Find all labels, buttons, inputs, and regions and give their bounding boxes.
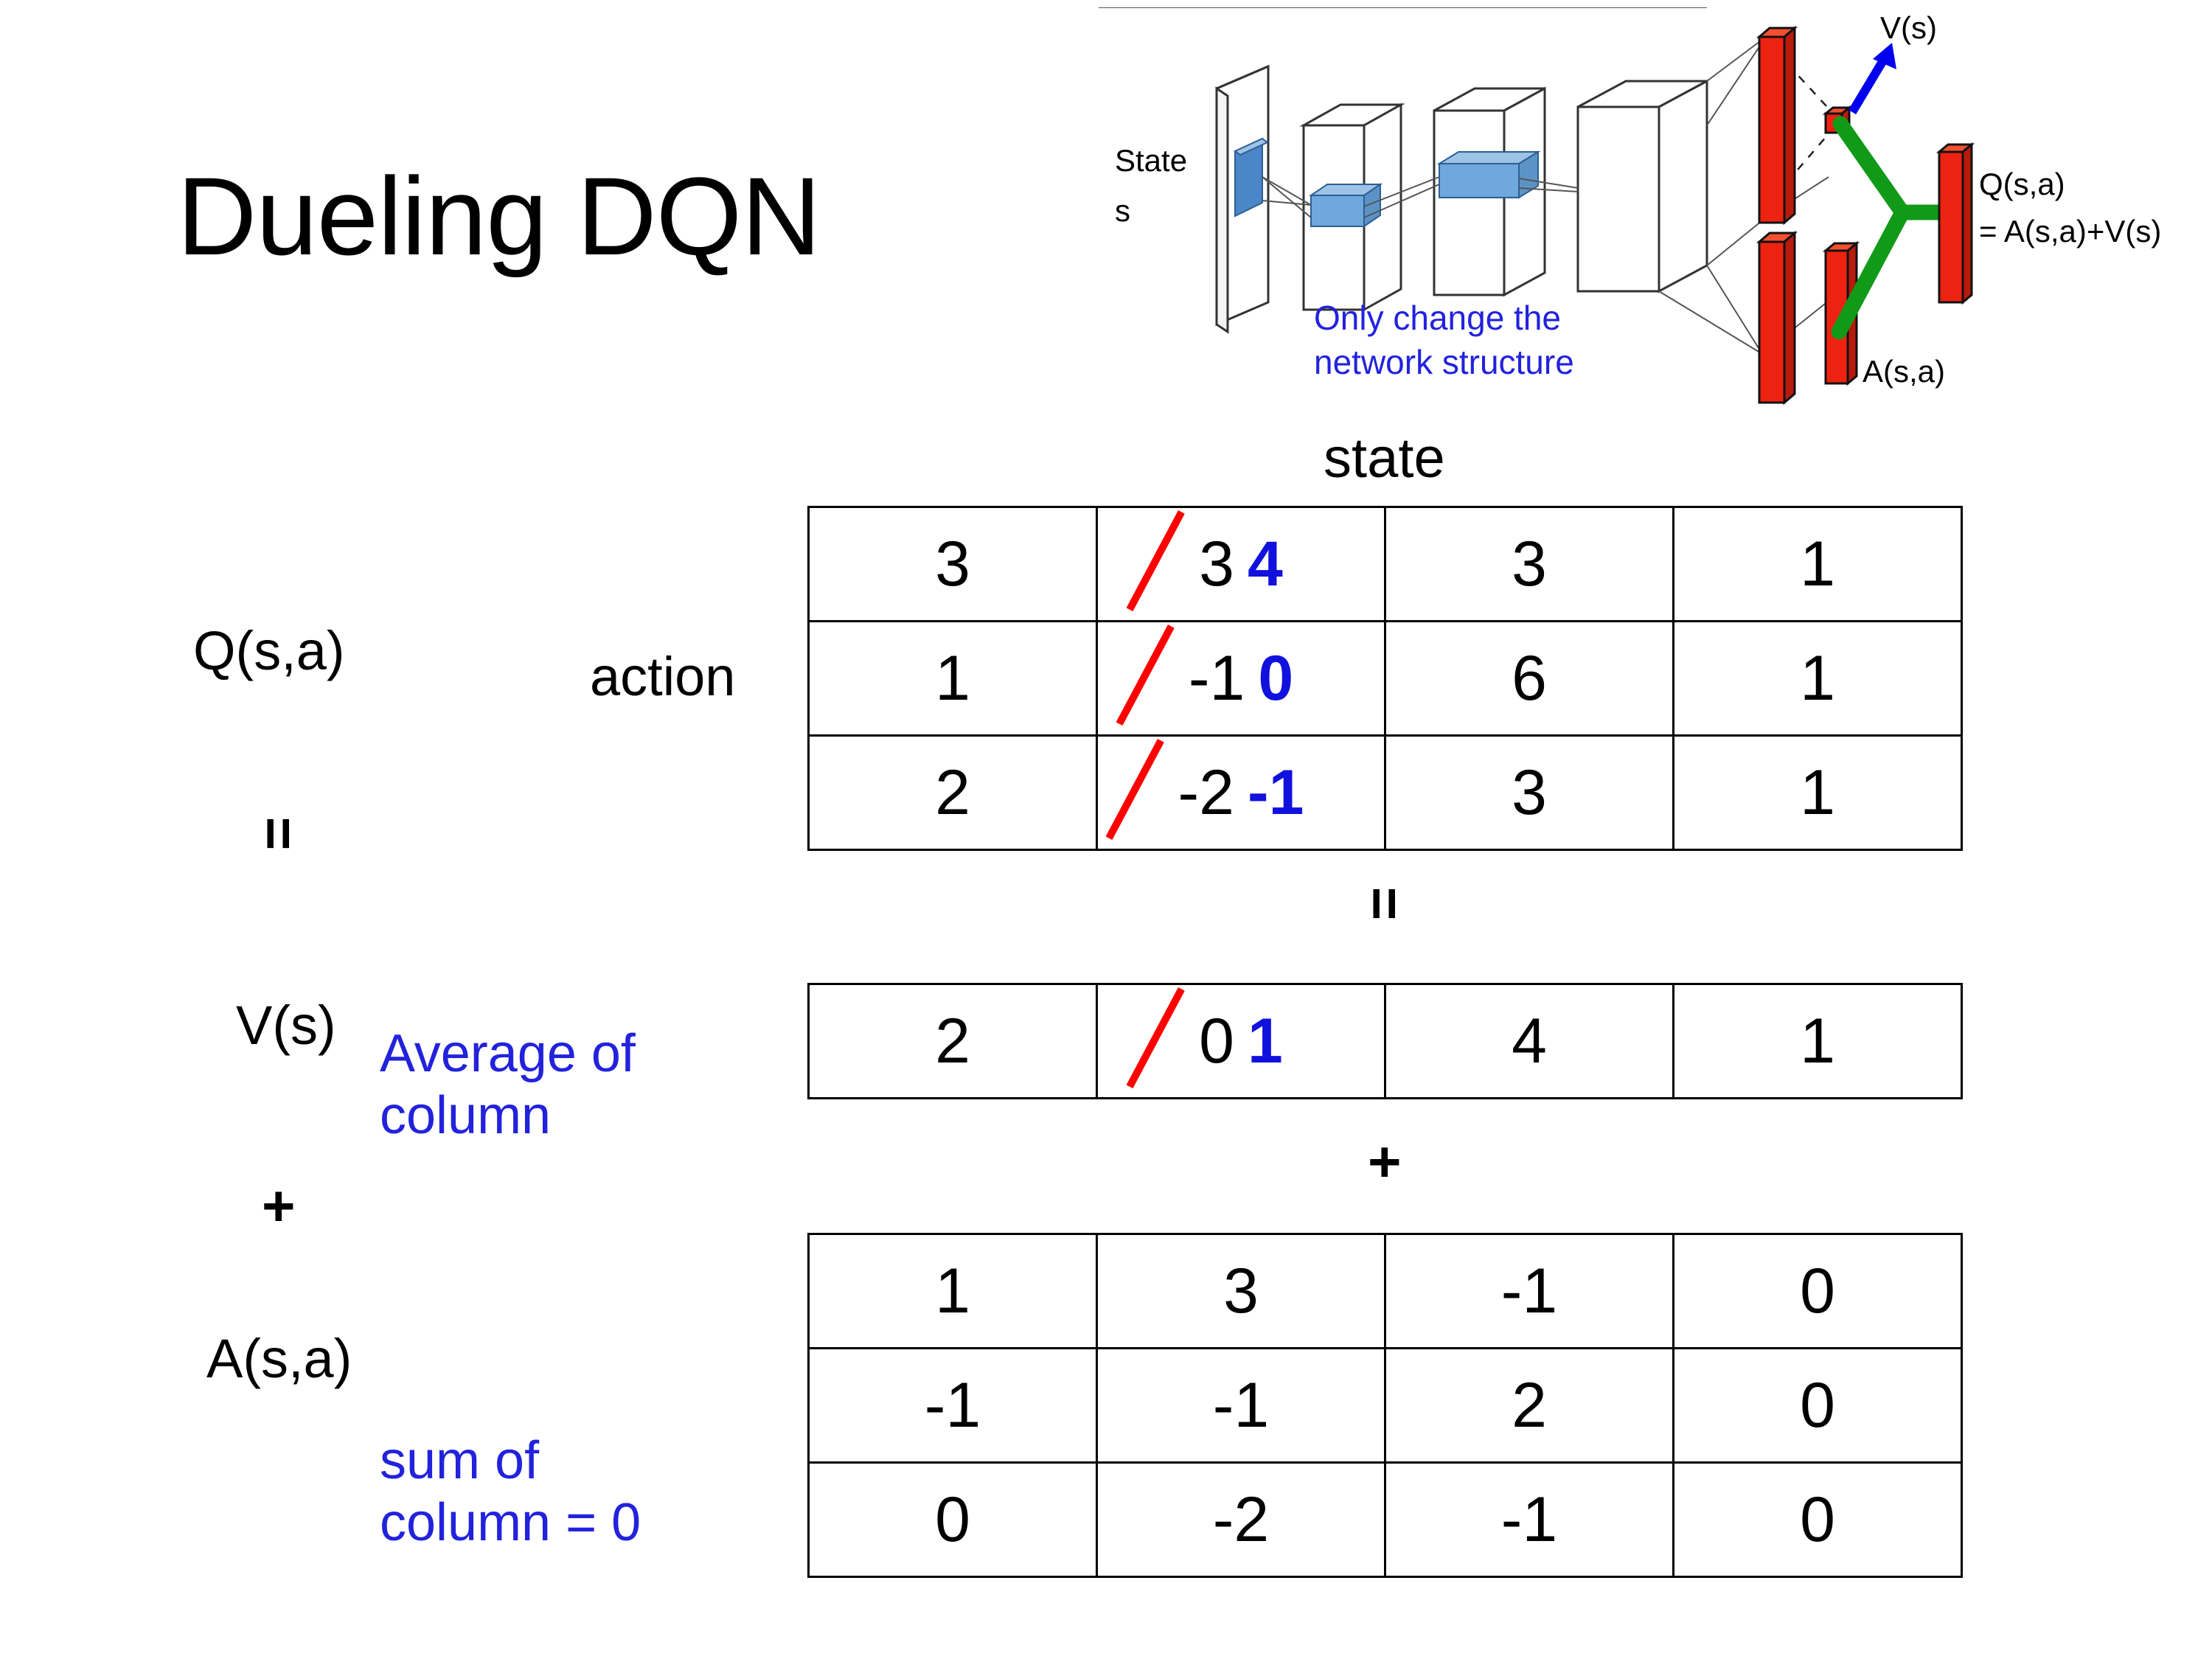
q-function-label: Q(s,a) [193,620,345,681]
note-line2: network structure [1314,343,1574,381]
q-cell-r2c0: 2 [807,734,1098,851]
sum-note-line2: column = 0 [380,1492,641,1552]
v-output-arrow-icon [1848,43,1896,115]
table-row: 0 -2 -1 0 [807,1461,1963,1578]
state-label-line2: s [1115,193,1130,228]
a-cell-r0c0: 1 [807,1233,1098,1349]
a-cell-r1c2: 2 [1384,1347,1674,1464]
a-cell-r2c3: 0 [1672,1461,1963,1578]
advantage-stream-bar-icon [1756,230,1798,406]
q-cell-r0c3: 1 [1672,506,1963,622]
q-value-table: 3 3 4 3 1 1 -1 0 6 1 2 -2 -1 3 1 [807,506,1963,851]
v-cell-r0c3: 1 [1672,983,1963,1099]
q-output-label-line1: Q(s,a) [1979,167,2065,201]
page-title: Dueling DQN [177,154,821,278]
q-cell-r2c3: 1 [1672,734,1963,851]
value-stream-bar-icon [1756,25,1798,226]
v-output-label: V(s) [1880,10,1937,45]
plus-sign-middle: + [1368,1129,1402,1194]
old-value: -1 [1188,642,1245,714]
merge-connector-icon [1831,116,1956,340]
q-cell-r1c0: 1 [807,620,1098,737]
average-note-line2: column [380,1085,552,1145]
conv-kernel-2-icon [1436,150,1541,199]
edited-cell: -1 0 [1098,622,1384,734]
note-line1: Only change the [1314,299,1561,337]
table-row: 3 3 4 3 1 [807,506,1963,622]
edited-cell: 3 4 [1098,508,1384,620]
table-row: 2 0 1 4 1 [807,983,1963,1099]
q-cell-r0c2: 3 [1384,506,1674,622]
new-value: 0 [1258,642,1294,714]
average-note-line1: Average of [380,1024,636,1083]
a-function-label: A(s,a) [206,1328,352,1389]
v-cell-r0c2: 4 [1384,983,1674,1099]
a-cell-r0c3: 0 [1672,1233,1963,1349]
table-row: 1 -1 0 6 1 [807,620,1963,737]
receptive-field-icon [1234,137,1269,218]
sum-note-line1: sum of [380,1431,540,1490]
old-value: -2 [1178,757,1234,828]
state-axis-label: state [1324,427,1445,490]
conv-kernel-1-icon [1308,183,1383,228]
table-row: -1 -1 2 0 [807,1347,1963,1464]
edited-cell: 0 1 [1098,985,1384,1097]
table-row: 2 -2 -1 3 1 [807,734,1963,851]
advantage-value-table: 1 3 -1 0 -1 -1 2 0 0 -2 -1 0 [807,1233,1963,1578]
sum-of-column-note: sum of column = 0 [380,1430,641,1554]
q-cell-r0c0: 3 [807,506,1098,622]
a-cell-r0c2: -1 [1384,1233,1674,1349]
a-cell-r1c1: -1 [1096,1347,1386,1464]
a-cell-r2c0: 0 [807,1461,1098,1578]
edited-cell: -2 -1 [1098,737,1384,849]
new-value: 1 [1248,1005,1283,1077]
new-value: 4 [1248,528,1283,599]
q-cell-r1c3: 1 [1672,620,1963,737]
q-output-label-line2: = A(s,a)+V(s) [1979,214,2161,248]
connection-lines [1099,7,1837,355]
q-cell-r1c1: -1 0 [1096,620,1386,737]
q-cell-r2c2: 3 [1384,734,1674,851]
action-axis-label: action [590,646,736,707]
a-output-label: A(s,a) [1863,354,1945,389]
new-value: -1 [1248,757,1304,828]
a-cell-r1c3: 0 [1672,1347,1963,1464]
dueling-network-diagram: State s Only change the network structur… [1099,7,2205,406]
equals-sign-middle: = [1352,886,1418,921]
equals-sign-left: = [246,816,312,851]
v-cell-r0c0: 2 [807,983,1098,1099]
q-cell-r1c2: 6 [1384,620,1674,737]
v-function-label: V(s) [236,995,336,1056]
q-cell-r0c1: 3 4 [1096,506,1386,622]
average-of-column-note: Average of column [380,1023,636,1147]
state-label-line1: State [1115,143,1187,178]
v-value-table: 2 0 1 4 1 [807,983,1963,1099]
a-cell-r0c1: 3 [1096,1233,1386,1349]
table-row: 1 3 -1 0 [807,1233,1963,1349]
old-value: 0 [1199,1005,1234,1077]
conv-layer-2-icon [1433,86,1546,297]
a-cell-r2c2: -1 [1384,1461,1674,1578]
q-cell-r2c1: -2 -1 [1096,734,1386,851]
conv-layer-3-icon [1576,79,1708,293]
old-value: 3 [1199,528,1234,599]
v-cell-r0c1: 0 1 [1096,983,1386,1099]
q-output-bar-icon [1935,142,1975,305]
a-cell-r1c0: -1 [807,1347,1098,1464]
a-cell-r2c1: -2 [1096,1461,1386,1578]
plus-sign-left: + [262,1173,296,1238]
